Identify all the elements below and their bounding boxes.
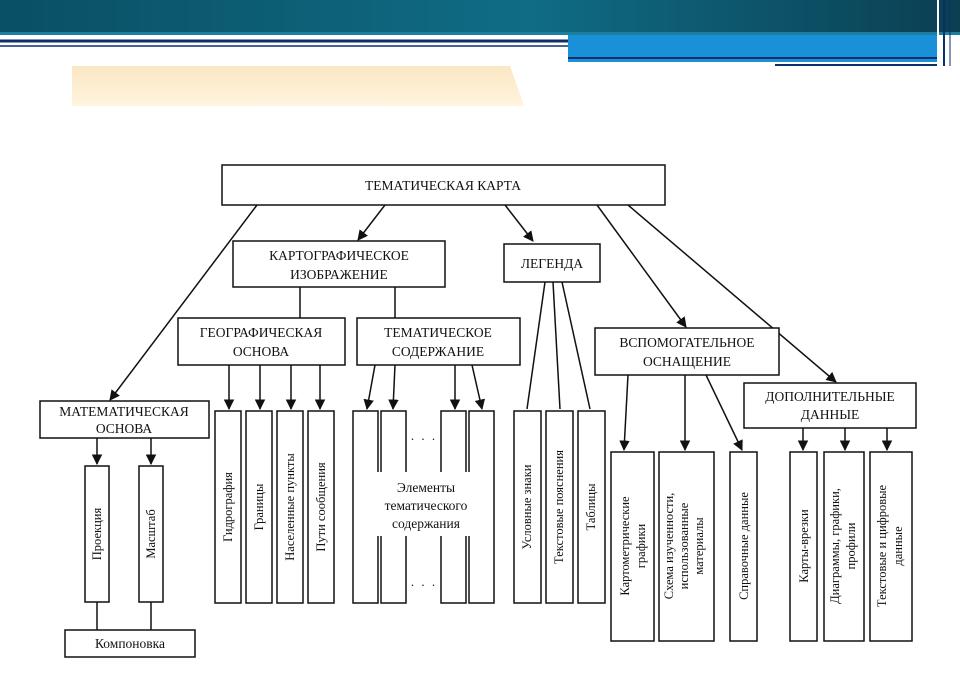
node-conventional-signs: Условные знаки (513, 410, 542, 604)
node-transport-routes: Пути сообщения (307, 410, 335, 604)
node-cartometric-graphs-line2: графики (634, 523, 648, 568)
connector-lines (91, 204, 893, 630)
title-bar (72, 66, 524, 106)
node-text-digital-data: Текстовые и цифровые данные (869, 451, 913, 642)
node-thematic-map-label: ТЕМАТИЧЕСКАЯ КАРТА (365, 178, 521, 193)
thematic-elements-line2: тематического (385, 498, 468, 513)
node-additional-data-line2: ДАННЫЕ (801, 407, 859, 422)
node-text-digital-data-line2: данные (891, 526, 905, 566)
node-projection-label: Проекция (90, 508, 104, 561)
node-legend: ЛЕГЕНДА (503, 243, 601, 283)
node-tables: Таблицы (577, 410, 606, 604)
node-reference-data: Справочные данные (729, 451, 758, 642)
thematic-elements-line3: содержания (392, 516, 460, 531)
node-thematic-content-line2: СОДЕРЖАНИЕ (392, 344, 484, 359)
node-cartometric-graphs-line1: Картометрические (618, 496, 632, 596)
node-auxiliary-equipment: ВСПОМОГАТЕЛЬНОЕ ОСНАЩЕНИЕ (594, 327, 780, 376)
node-borders-label: Границы (252, 483, 266, 530)
node-reference-data-label: Справочные данные (737, 492, 751, 600)
node-text-explanations: Текстовые пояснения (545, 410, 574, 604)
header-lines (0, 0, 960, 66)
node-thematic-content-line1: ТЕМАТИЧЕСКОЕ (384, 325, 492, 340)
node-hydrography-label: Гидрография (221, 472, 235, 542)
node-inset-maps: Карты-врезки (789, 451, 818, 642)
node-layout-label: Компоновка (95, 636, 165, 651)
node-conventional-signs-label: Условные знаки (520, 464, 534, 549)
node-study-scheme-line2: использованные (677, 502, 691, 589)
node-cartometric-graphs: Картометрические графики (610, 451, 655, 642)
node-thematic-map: ТЕМАТИЧЕСКАЯ КАРТА (221, 164, 666, 206)
node-study-scheme: Схема изученности, использованные матери… (658, 451, 715, 642)
node-geographic-base-line1: ГЕОГРАФИЧЕСКАЯ (200, 325, 322, 340)
node-scale-label: Масштаб (144, 509, 158, 558)
node-cartographic-image-line2: ИЗОБРАЖЕНИЕ (290, 267, 388, 282)
title-bar-notch (510, 66, 524, 106)
node-study-scheme-line3: материалы (692, 517, 706, 575)
node-settlements-label: Населенные пункты (283, 453, 297, 561)
node-auxiliary-equipment-line1: ВСПОМОГАТЕЛЬНОЕ (619, 335, 754, 350)
node-legend-label: ЛЕГЕНДА (521, 256, 583, 271)
node-text-explanations-label: Текстовые пояснения (552, 450, 566, 564)
thematic-ellipsis-top: . . . (411, 428, 437, 443)
node-study-scheme-line1: Схема изученности, (662, 493, 676, 600)
node-tables-label: Таблицы (584, 483, 598, 531)
node-math-base: МАТЕМАТИЧЕСКАЯ ОСНОВА (39, 400, 210, 439)
node-math-base-line1: МАТЕМАТИЧЕСКАЯ (59, 404, 188, 419)
thematic-ellipsis-bottom: . . . (411, 574, 437, 589)
node-cartographic-image: КАРТОГРАФИЧЕСКОЕ ИЗОБРАЖЕНИЕ (232, 240, 446, 288)
node-diagrams-profiles: Диаграммы, графики, профили (823, 451, 865, 642)
node-math-base-line2: ОСНОВА (96, 421, 153, 436)
node-borders: Границы (245, 410, 273, 604)
node-geographic-base-line2: ОСНОВА (233, 344, 290, 359)
node-additional-data-line1: ДОПОЛНИТЕЛЬНЫЕ (765, 389, 894, 404)
node-text-digital-data-line1: Текстовые и цифровые (875, 484, 889, 607)
node-cartographic-image-line1: КАРТОГРАФИЧЕСКОЕ (269, 248, 409, 263)
node-projection: Проекция (84, 465, 110, 603)
node-auxiliary-equipment-line2: ОСНАЩЕНИЕ (643, 354, 731, 369)
node-transport-routes-label: Пути сообщения (314, 462, 328, 552)
node-hydrography: Гидрография (214, 410, 242, 604)
node-additional-data: ДОПОЛНИТЕЛЬНЫЕ ДАННЫЕ (743, 382, 917, 429)
node-diagrams-profiles-line2: профили (844, 522, 858, 569)
thematic-elements-line1: Элементы (397, 480, 455, 495)
node-layout: Компоновка (64, 629, 196, 658)
node-diagrams-profiles-line1: Диаграммы, графики, (828, 488, 842, 604)
node-thematic-content: ТЕМАТИЧЕСКОЕ СОДЕРЖАНИЕ (356, 317, 521, 366)
header-band (0, 0, 960, 32)
node-geographic-base: ГЕОГРАФИЧЕСКАЯ ОСНОВА (177, 317, 346, 366)
node-thematic-elements: . . . . . . Элементы тематического содер… (352, 410, 495, 604)
node-inset-maps-label: Карты-врезки (797, 509, 811, 583)
node-scale: Масштаб (138, 465, 164, 603)
node-settlements: Населенные пункты (276, 410, 304, 604)
